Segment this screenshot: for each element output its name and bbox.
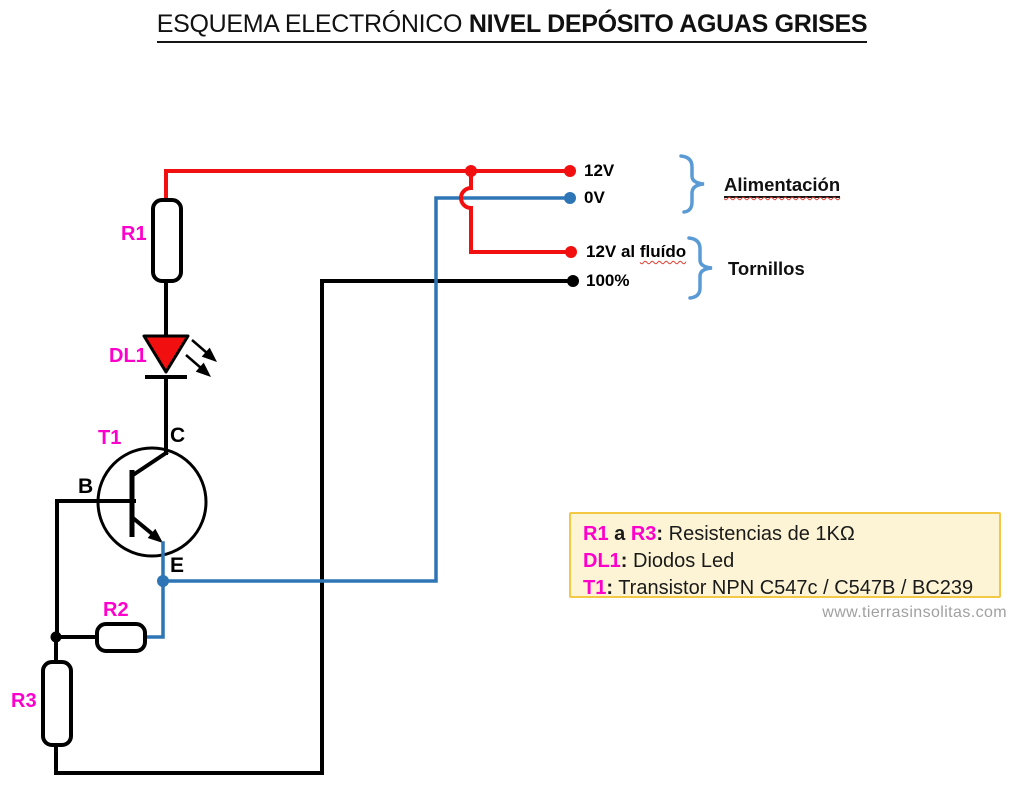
label-r2: R2 <box>103 599 129 621</box>
brace-alimentacion <box>679 154 705 214</box>
terminal-dot-12v <box>564 165 576 177</box>
legend-text-resistors: Resistencias de 1KΩ <box>663 523 855 545</box>
label-group-alimentacion: Alimentación <box>724 174 841 198</box>
legend-line-led: DL1: Diodos Led <box>583 548 999 575</box>
wire-collector-diagonal <box>130 450 169 478</box>
terminal-dot-100pct <box>567 275 579 287</box>
braces <box>679 154 713 300</box>
legend-line-transistor: T1: Transistor NPN C547c / C547B / BC239 <box>583 575 999 602</box>
led-arrow-2 <box>185 354 202 369</box>
legend-text-transistor: Transistor NPN C547c / C547B / BC239 <box>613 577 974 599</box>
legend-text-led: Diodos Led <box>627 550 735 572</box>
transistor-t1-symbol <box>96 446 208 558</box>
resistor-r1-symbol <box>151 198 183 283</box>
label-r1: R1 <box>121 223 147 245</box>
resistor-r2-symbol <box>95 622 147 653</box>
led-arrowhead-2 <box>195 362 211 377</box>
led-triangle <box>142 334 190 374</box>
led-light-arrows <box>185 339 208 369</box>
label-dl1: DL1 <box>109 345 147 367</box>
wire-12v-supply <box>164 169 572 202</box>
wire-ground-run-100pct <box>54 279 575 775</box>
label-pin-c: C <box>170 424 186 447</box>
legend-sep-2: : <box>620 550 628 572</box>
wire-emitter-to-r2 <box>143 541 165 639</box>
label-group-tornillos: Tornillos <box>728 258 805 279</box>
legend-sep-3: : <box>606 577 614 599</box>
emitter-arrowhead <box>147 528 163 543</box>
resistor-r3-symbol <box>41 660 73 747</box>
led-arrowhead-1 <box>201 347 217 362</box>
legend-key-r3: R3 <box>630 523 657 545</box>
page-title-regular: ESQUEMA ELECTRÓNICO <box>156 10 469 38</box>
led-dl1-symbol <box>142 334 217 379</box>
label-fluid-prefix: 12V al <box>586 242 640 261</box>
label-terminal-12v-fluid: 12V al fluído <box>586 243 686 261</box>
junction-dot-base <box>50 631 62 643</box>
legend-box: R1 a R3: Resistencias de 1KΩ DL1: Diodos… <box>569 512 1001 599</box>
wire-12v-fluid-with-hop <box>459 169 573 254</box>
black-wires <box>54 279 575 775</box>
legend-key-r1: R1 <box>583 523 609 545</box>
junction-dot-red <box>465 165 477 177</box>
wire-base <box>55 499 136 639</box>
legend-sep-1: : <box>656 523 664 545</box>
label-terminal-100pct: 100% <box>586 271 630 290</box>
terminal-dot-0v <box>564 192 576 204</box>
led-arrow-1 <box>191 339 208 354</box>
legend-key-t1: T1 <box>583 577 607 599</box>
legend-line-resistors: R1 a R3: Resistencias de 1KΩ <box>583 521 999 548</box>
label-pin-e: E <box>170 554 185 577</box>
junction-dot-emitter <box>157 575 169 587</box>
blue-wires <box>143 196 572 639</box>
terminal-dot-12v-fluid <box>565 246 577 258</box>
page-title: ESQUEMA ELECTRÓNICO NIVEL DEPÓSITO AGUAS… <box>0 10 1024 43</box>
label-t1: T1 <box>98 427 122 449</box>
label-fluid-word: fluído <box>639 242 687 261</box>
label-terminal-0v: 0V <box>584 188 605 207</box>
label-r3: R3 <box>11 690 37 712</box>
wire-0v <box>161 196 572 583</box>
red-wires <box>164 169 573 254</box>
legend-key-dl1: DL1 <box>583 550 621 572</box>
wire-emitter-diagonal <box>130 515 156 538</box>
page-title-underline: ESQUEMA ELECTRÓNICO NIVEL DEPÓSITO AGUAS… <box>156 10 868 43</box>
label-terminal-12v: 12V <box>584 161 615 180</box>
label-alimentacion-text: Alimentación <box>724 174 841 198</box>
page-title-bold: NIVEL DEPÓSITO AGUAS GRISES <box>468 10 868 38</box>
label-pin-b: B <box>78 475 94 498</box>
legend-mid-a: a <box>608 523 631 545</box>
brace-tornillos <box>687 236 713 300</box>
watermark: www.tierrasinsolitas.com <box>822 604 1007 621</box>
